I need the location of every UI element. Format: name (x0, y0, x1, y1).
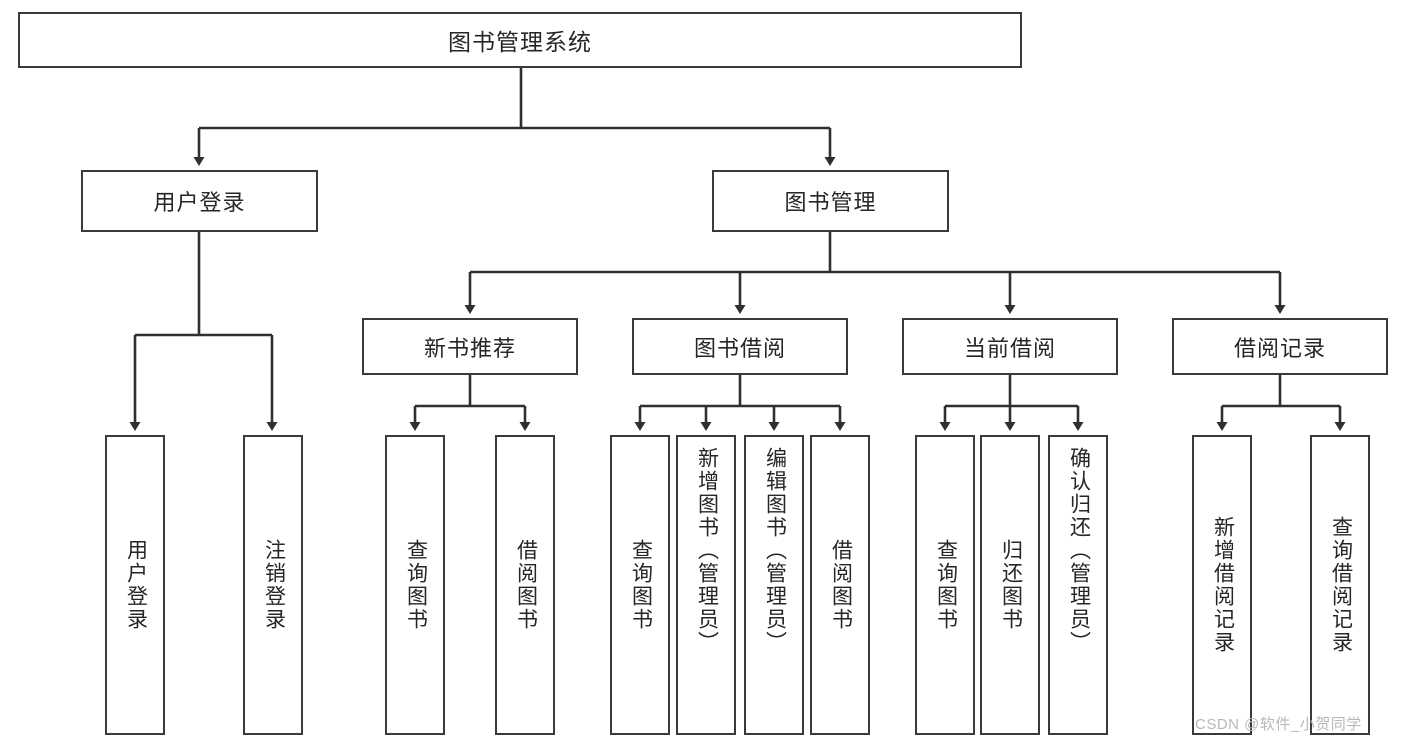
leaf-label: 查询图书 (404, 539, 428, 631)
leaf-label: 新增借阅记录 (1211, 516, 1235, 654)
node-new-book-recommendation[interactable]: 新书推荐 (362, 318, 578, 375)
leaf-label: 归还图书 (999, 539, 1023, 631)
leaf-label: 注销登录 (262, 539, 286, 631)
node-book-management[interactable]: 图书管理 (712, 170, 949, 232)
csdn-watermark: CSDN @软件_小贺同学 (1195, 716, 1362, 733)
leaf-label: 新增图书（管理员） (695, 447, 719, 654)
leaf-query-books-borrow[interactable]: 查询图书 (610, 435, 670, 735)
leaf-return-books[interactable]: 归还图书 (980, 435, 1040, 735)
leaf-label: 借阅图书 (829, 539, 853, 631)
leaf-borrow-books[interactable]: 借阅图书 (810, 435, 870, 735)
node-label: 新书推荐 (423, 335, 516, 361)
leaf-query-books-current[interactable]: 查询图书 (915, 435, 975, 735)
leaf-label: 查询图书 (934, 539, 958, 631)
leaf-confirm-return-admin[interactable]: 确认归还（管理员） (1048, 435, 1108, 735)
leaf-label: 用户登录 (124, 539, 148, 631)
leaf-add-borrow-record[interactable]: 新增借阅记录 (1192, 435, 1252, 735)
leaf-label: 确认归还（管理员） (1067, 447, 1091, 654)
node-user-login[interactable]: 用户登录 (81, 170, 318, 232)
node-label: 当前借阅 (963, 335, 1056, 361)
node-borrow-records[interactable]: 借阅记录 (1172, 318, 1388, 375)
leaf-label: 借阅图书 (514, 539, 538, 631)
leaf-query-books-recommend[interactable]: 查询图书 (385, 435, 445, 735)
leaf-label: 编辑图书（管理员） (763, 447, 787, 654)
node-label: 图书管理系统 (448, 29, 592, 55)
node-root-library-system[interactable]: 图书管理系统 (18, 12, 1022, 68)
leaf-borrow-books-recommend[interactable]: 借阅图书 (495, 435, 555, 735)
leaf-add-book-admin[interactable]: 新增图书（管理员） (676, 435, 736, 735)
leaf-edit-book-admin[interactable]: 编辑图书（管理员） (744, 435, 804, 735)
node-current-borrowing[interactable]: 当前借阅 (902, 318, 1118, 375)
leaf-query-borrow-record[interactable]: 查询借阅记录 (1310, 435, 1370, 735)
leaf-user-login[interactable]: 用户登录 (105, 435, 165, 735)
node-label: 用户登录 (153, 190, 246, 215)
node-label: 借阅记录 (1233, 335, 1326, 361)
node-label: 图书管理 (784, 190, 877, 215)
node-book-borrowing[interactable]: 图书借阅 (632, 318, 848, 375)
leaf-label: 查询图书 (629, 539, 653, 631)
leaf-logout[interactable]: 注销登录 (243, 435, 303, 735)
node-label: 图书借阅 (693, 335, 786, 361)
leaf-label: 查询借阅记录 (1329, 516, 1353, 654)
